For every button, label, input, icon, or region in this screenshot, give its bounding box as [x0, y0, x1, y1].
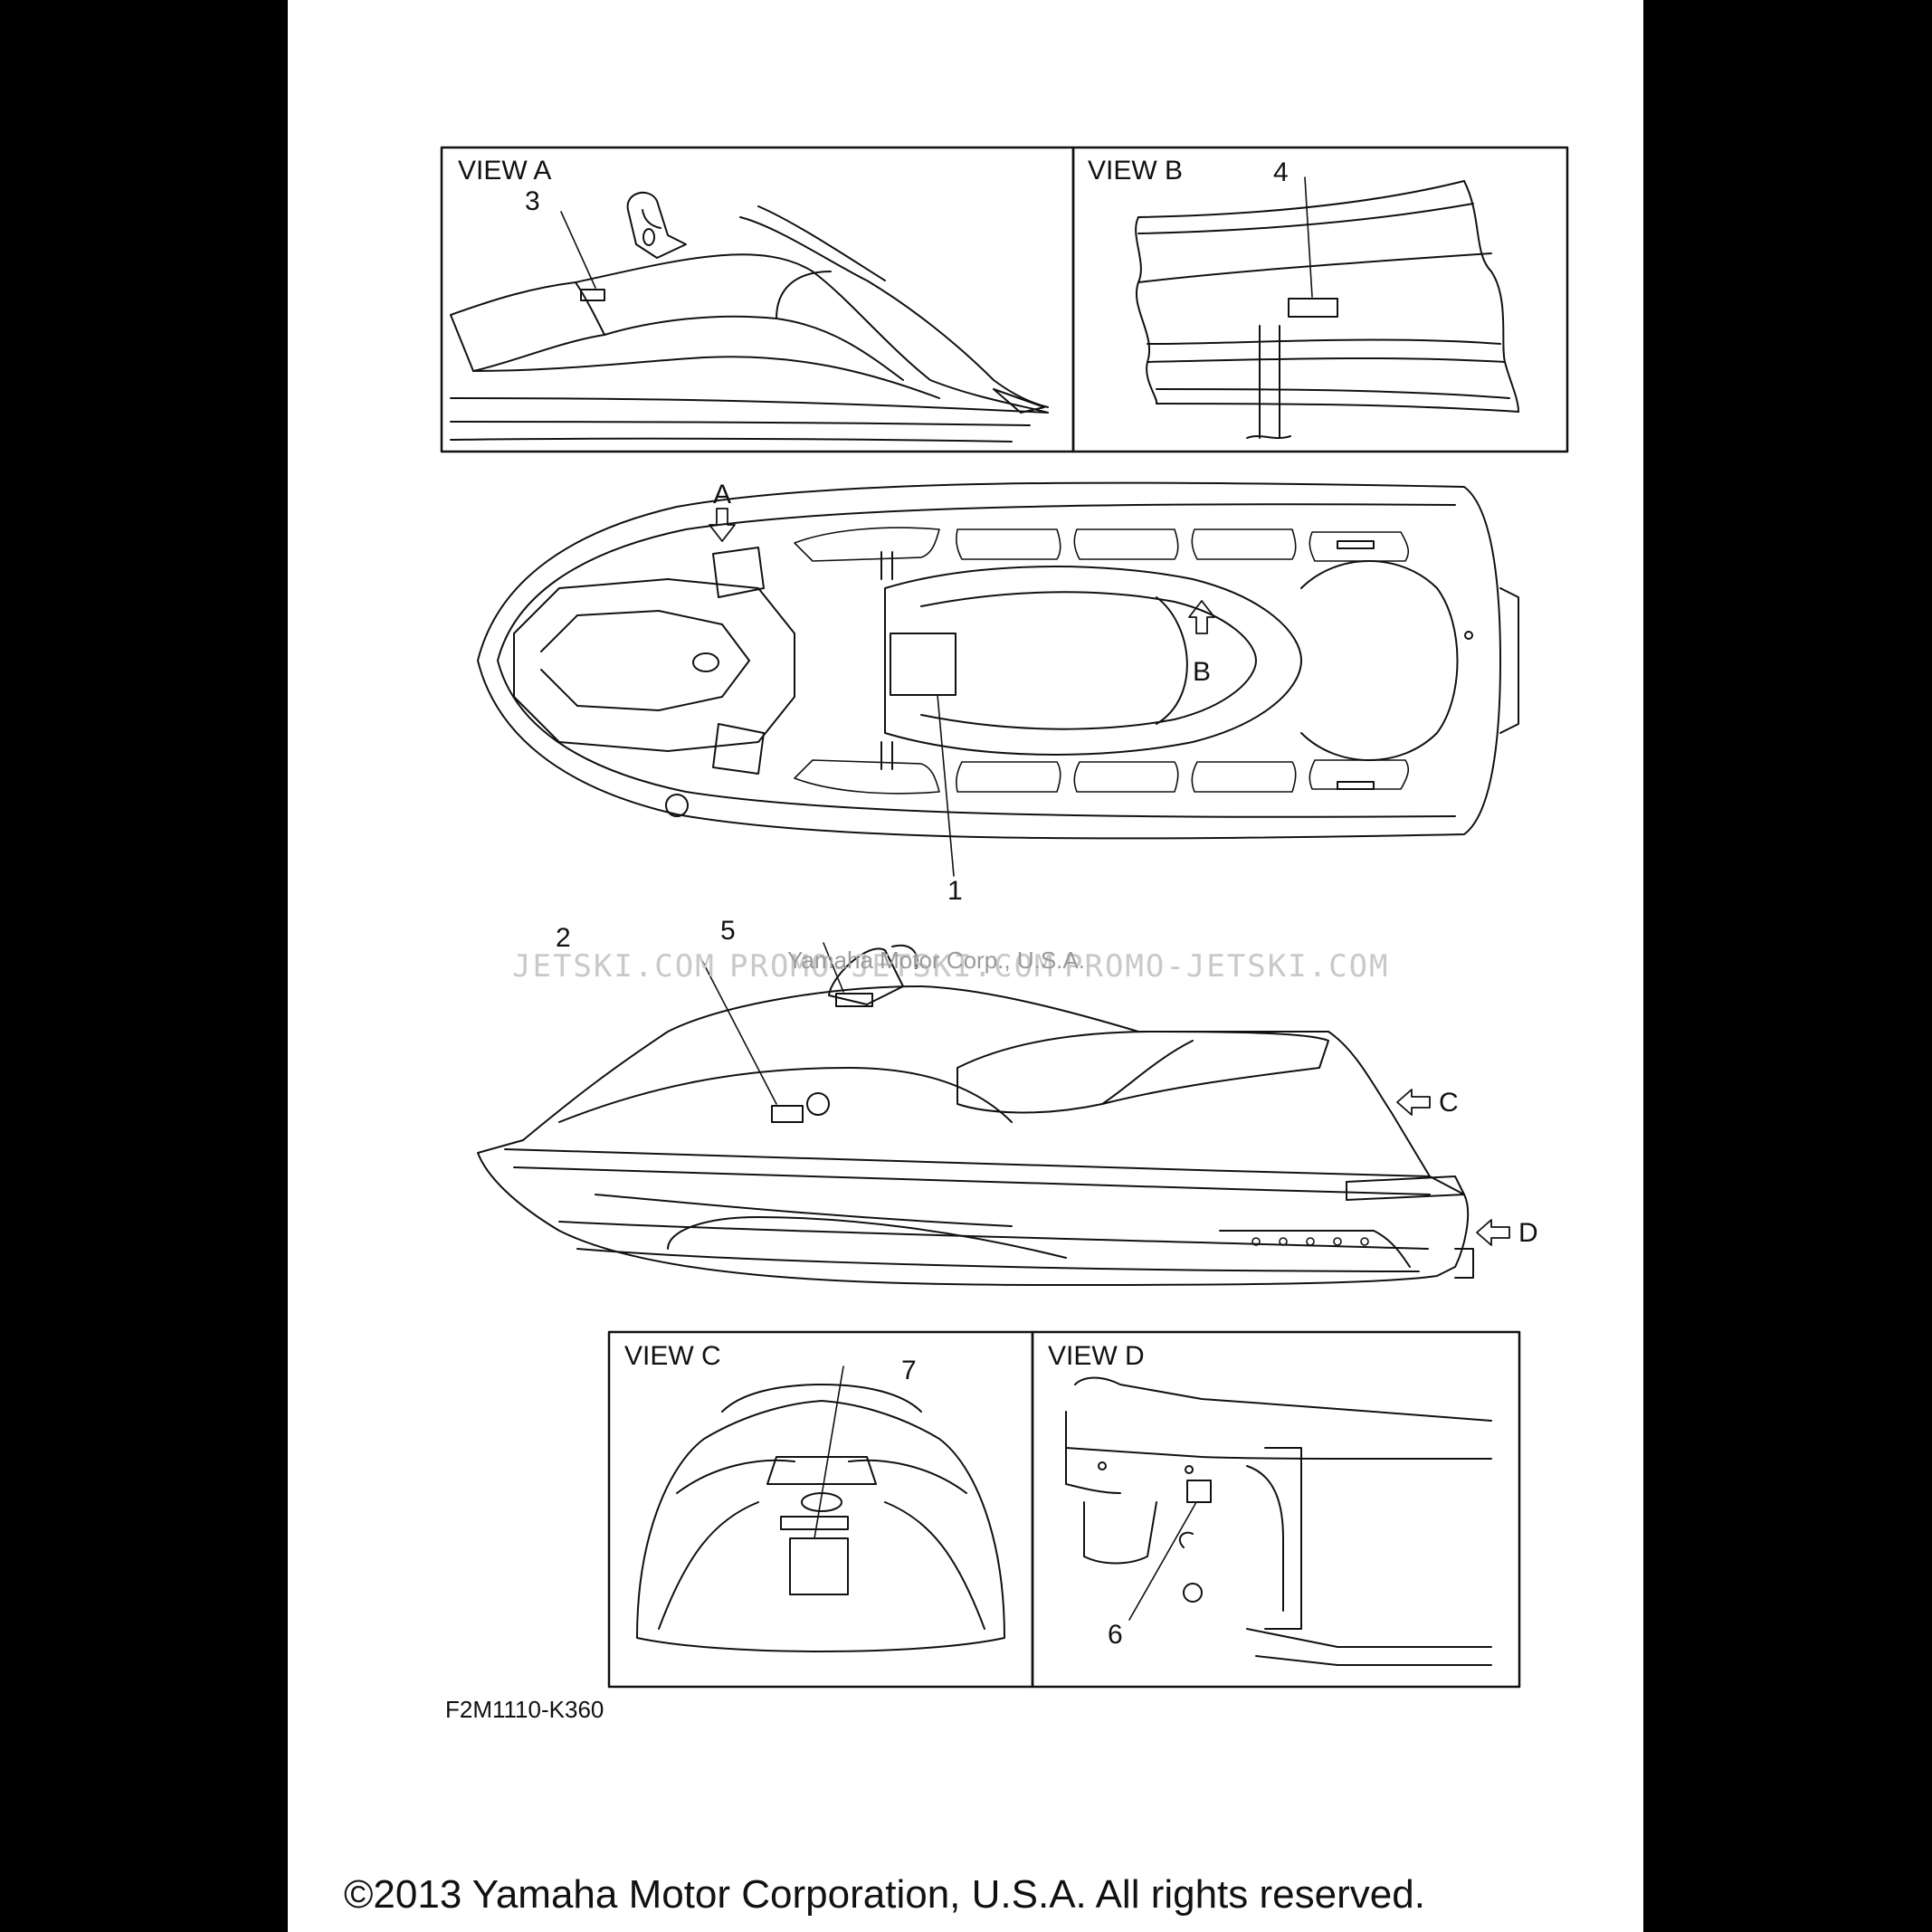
callout-7: 7	[901, 1356, 917, 1385]
arrow-label-b: B	[1193, 657, 1212, 687]
callout-6: 6	[1108, 1620, 1123, 1650]
side-view-hull	[477, 942, 1510, 1286]
view-d-panel	[1031, 1330, 1521, 1689]
view-a-panel	[440, 146, 1075, 453]
callout-3: 3	[525, 186, 540, 216]
callout-1: 1	[947, 876, 963, 906]
view-a-title: VIEW A	[458, 156, 552, 186]
callout-2: 2	[556, 923, 571, 953]
view-c-panel	[607, 1330, 1034, 1689]
view-d-title: VIEW D	[1048, 1341, 1145, 1371]
arrow-label-d: D	[1518, 1218, 1538, 1248]
arrow-label-c: C	[1439, 1088, 1459, 1118]
parts-diagram-sheet: VIEW A VIEW B VIEW C VIEW D A B C D 1 2 …	[288, 0, 1643, 1932]
view-b-panel	[1071, 146, 1569, 453]
top-view-hull	[477, 481, 1519, 877]
watermark-right: PROMO-JETSKI.COM	[1064, 948, 1390, 985]
diagram-artwork	[440, 146, 1569, 1689]
callout-4: 4	[1273, 157, 1289, 187]
view-c-title: VIEW C	[624, 1341, 721, 1371]
watermark-middle: PROMO-JETSKI.COM	[729, 948, 1055, 985]
view-b-title: VIEW B	[1088, 156, 1184, 186]
arrow-label-a: A	[713, 480, 732, 509]
copyright-notice: ©2013 Yamaha Motor Corporation, U.S.A. A…	[344, 1872, 1425, 1917]
watermark-overlay: Yamaha Motor Corp., U.S.A.	[787, 947, 1085, 974]
callout-5: 5	[720, 916, 736, 946]
diagram-code: F2M1110-K360	[445, 1696, 604, 1723]
watermark-left: JETSKI.COM	[512, 948, 716, 985]
